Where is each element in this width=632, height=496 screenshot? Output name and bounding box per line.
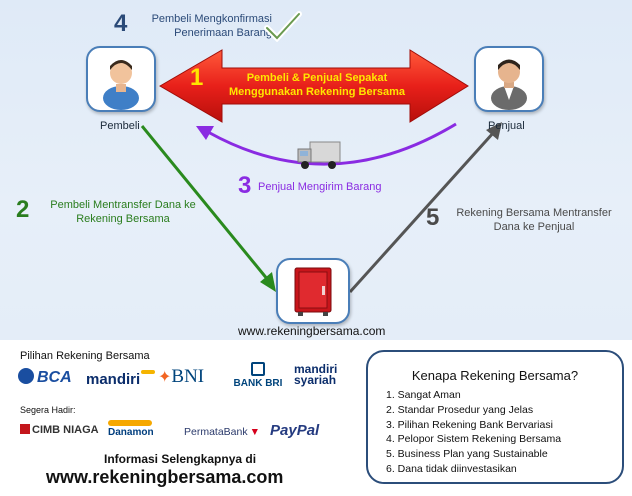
step5-line1: Rekening Bersama Mentransfer [456,207,612,219]
step2-line1: Pembeli Mentransfer Dana ke [50,199,196,211]
buyer-label: Pembeli [100,120,140,132]
seller-label: Penjual [488,120,525,132]
why-title: Kenapa Rekening Bersama? [411,368,579,383]
footer-info: Informasi Selengkapnya di [104,452,257,466]
buyer-icon [103,60,139,110]
why-item: 6. Dana tidak diinvestasikan [386,462,517,475]
permata-logo-icon: ▼ [249,426,261,438]
seller-icon [491,59,527,110]
banks-title: Pilihan Rekening Bersama [20,350,150,362]
buyer-box [86,46,156,112]
step2-arrowhead [260,272,276,292]
escrow-box [276,258,350,324]
bank-bri-label: BANK BRI [233,378,283,389]
why-item: 4. Pelopor Sistem Rekening Bersama [386,433,562,446]
why-item: 2. Standar Prosedur yang Jelas [386,403,534,416]
coming-soon-label: Segera Hadir: [20,405,76,415]
bank-permata-label: PermataBank [184,426,248,438]
step4-text: Pembeli Mengkonfirmasi Penerimaan Barang [132,12,272,40]
bank-bca-label: BCA [37,369,72,386]
step3-arrowhead [196,126,214,140]
step2-text: Pembeli Mentransfer Dana ke Rekening Ber… [38,198,208,226]
bank-mandiri-syariah: mandiri syariah [294,362,350,387]
step1-line1: Pembeli & Penjual Sepakat [246,72,388,84]
why-item: 3. Pilihan Rekening Bank Bervariasi [386,418,553,431]
bca-logo-icon [18,368,34,384]
bank-cimb-label: CIMB NIAGA [32,424,99,436]
bri-logo-icon [251,362,265,376]
step1-number: 1 [190,64,204,91]
bank-danamon: Danamon [108,420,154,438]
footer-url[interactable]: www.rekeningbersama.com [46,467,284,487]
bank-bri: BANK BRI [230,362,286,389]
why-item: 5. Business Plan yang Sustainable [386,448,548,461]
danamon-logo-icon [108,420,152,426]
bank-cimb: CIMB NIAGA [20,424,99,436]
bank-bca: BCA [18,368,72,387]
bank-mandiri-syariah-label: mandiri syariah [294,362,338,387]
bank-mandiri-label: mandiri [86,371,141,388]
step4-line2: Penerimaan Barang [174,27,272,39]
why-item: 1. Sangat Aman [386,389,461,401]
step2-line2: Rekening Bersama [76,213,170,225]
step5-arrowhead [486,122,502,140]
step2-number: 2 [16,196,30,223]
step5-number: 5 [426,204,440,231]
delivery-truck-icon [297,141,341,169]
step1-text: Pembeli & Penjual Sepakat Menggunakan Re… [222,71,412,99]
why-list: 1. Sangat Aman 2. Standar Prosedur yang … [386,388,561,477]
step2-arrow [140,125,270,281]
safe-icon [294,267,332,316]
cimb-logo-icon [20,424,30,434]
seller-box [474,46,544,112]
checkmark-icon [264,11,302,42]
step4-number: 4 [114,10,128,37]
bank-paypal: PayPal [270,422,319,439]
bank-bni-label: BNI [171,366,205,387]
step3-text: Penjual Mengirim Barang [258,181,382,193]
step1-double-arrow [159,49,469,123]
center-url: www.rekeningbersama.com [238,324,386,338]
step5-arrow [348,130,496,294]
bank-bni: ✦BNI [158,366,204,388]
bank-mandiri: mandiri [86,370,156,388]
step1-line2: Menggunakan Rekening Bersama [228,86,406,98]
bank-permata: PermataBank▼ [184,426,260,438]
mandiri-swoosh-icon [141,370,156,374]
bni-logo-icon: ✦ [158,369,172,386]
step3-number: 3 [238,172,252,199]
why-box: Kenapa Rekening Bersama? 1. Sangat Aman … [366,350,624,484]
step5-text: Rekening Bersama Mentransfer Dana ke Pen… [444,206,624,234]
bank-danamon-label: Danamon [108,427,154,438]
step5-line2: Dana ke Penjual [493,221,575,233]
bank-paypal-label: PayPal [270,422,320,439]
step4-line1: Pembeli Mengkonfirmasi [151,13,272,25]
